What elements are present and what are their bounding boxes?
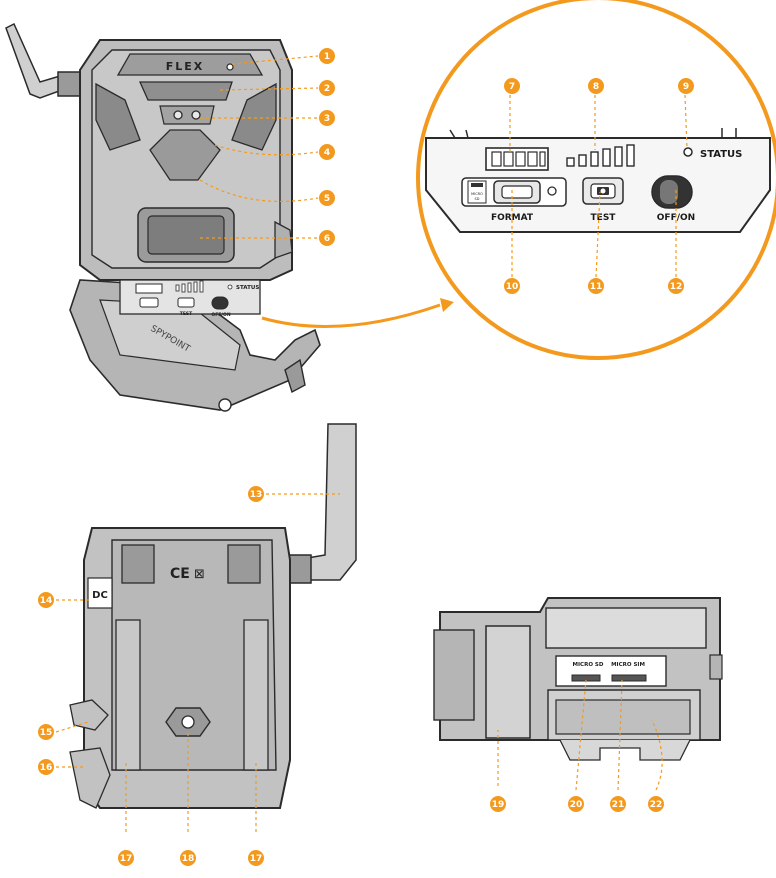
svg-text:21: 21 — [612, 800, 625, 810]
brand-logo: FLEX — [166, 60, 205, 73]
svg-text:MICRO: MICRO — [471, 192, 483, 196]
infrared-flash — [138, 81, 233, 101]
motion-sensor — [149, 129, 221, 181]
svg-text:SD: SD — [475, 197, 480, 201]
svg-text:11: 11 — [590, 282, 603, 292]
svg-text:18: 18 — [182, 854, 195, 864]
svg-text:5: 5 — [324, 194, 330, 204]
callout-markers: 1 2 3 4 5 6 7 8 9 10 11 12 13 14 15 16 1… — [38, 48, 694, 866]
side-door — [485, 625, 531, 739]
callout-1: 1 — [319, 48, 335, 64]
callout-8: 8 — [588, 78, 604, 94]
zoom-connector-arrow — [261, 303, 441, 328]
svg-text:17: 17 — [250, 854, 263, 864]
status-led — [683, 147, 693, 157]
signal-bar-2 — [578, 154, 587, 167]
callout-16: 16 — [38, 759, 54, 775]
front-status-label: STATUS — [236, 285, 259, 291]
micro-sim-label: MICRO SIM — [611, 662, 645, 668]
micro-sim-slot — [611, 674, 647, 682]
svg-text:10: 10 — [506, 282, 519, 292]
svg-text:19: 19 — [492, 800, 505, 810]
cable-lock — [69, 747, 111, 809]
callout-21: 21 — [610, 796, 626, 812]
callout-3: 3 — [319, 110, 335, 126]
camera-lens-2 — [191, 110, 201, 120]
light-sensor — [226, 63, 234, 71]
signal-bar-5 — [614, 146, 623, 167]
callout-19: 19 — [490, 796, 506, 812]
callout-20: 20 — [568, 796, 584, 812]
weee-icon: ⊠ — [194, 567, 205, 582]
lock-hole — [69, 699, 109, 731]
callout-18: 18 — [180, 850, 196, 866]
svg-text:1: 1 — [324, 52, 330, 62]
signal-bar-3 — [590, 151, 599, 167]
dc-port — [87, 577, 113, 609]
svg-text:17: 17 — [120, 854, 133, 864]
svg-text:22: 22 — [650, 800, 663, 810]
callout-4: 4 — [319, 144, 335, 160]
callout-17-right: 17 — [248, 850, 264, 866]
ce-mark: CE — [170, 566, 190, 582]
strap-slot-left — [115, 619, 141, 771]
callout-22: 22 — [648, 796, 664, 812]
svg-text:20: 20 — [570, 800, 583, 810]
zoom-offon-label: OFF/ON — [657, 213, 695, 223]
callout-5: 5 — [319, 190, 335, 206]
side-camera: MICRO SD MICRO SIM — [433, 597, 723, 761]
antenna-connector — [57, 71, 81, 97]
svg-text:13: 13 — [250, 490, 263, 500]
strap-slot-right — [243, 619, 269, 771]
svg-text:2: 2 — [324, 84, 330, 94]
svg-text:4: 4 — [324, 148, 330, 158]
front-camera: SPYPOINT FLEX STATUS — [5, 22, 321, 412]
front-offon-label: OFF/ON — [211, 312, 230, 318]
svg-text:6: 6 — [324, 234, 330, 244]
zoom-format-label: FORMAT — [491, 213, 534, 223]
svg-text:14: 14 — [40, 596, 53, 606]
control-panel-zoom: STATUS MICRO SD FORMAT TEST OFF/ON — [261, 0, 776, 360]
callout-7: 7 — [504, 78, 520, 94]
callout-9: 9 — [678, 78, 694, 94]
svg-text:8: 8 — [593, 82, 599, 92]
front-test-label: TEST — [180, 311, 193, 317]
callout-13: 13 — [248, 486, 264, 502]
callout-11: 11 — [588, 278, 604, 294]
zoom-status-label: STATUS — [700, 149, 742, 160]
svg-text:7: 7 — [509, 82, 515, 92]
antenna-front — [5, 22, 63, 99]
signal-bar-4 — [602, 148, 611, 167]
svg-text:9: 9 — [683, 82, 689, 92]
callout-15: 15 — [38, 724, 54, 740]
callout-leaders — [55, 55, 688, 832]
svg-text:12: 12 — [670, 282, 683, 292]
callout-17-left: 17 — [118, 850, 134, 866]
callout-2: 2 — [319, 80, 335, 96]
svg-text:16: 16 — [40, 763, 53, 773]
callout-12: 12 — [668, 278, 684, 294]
back-camera: CE ⊠ DC — [69, 423, 357, 809]
signal-bar-1 — [566, 157, 575, 167]
svg-text:15: 15 — [40, 728, 53, 738]
zoom-test-label: TEST — [591, 213, 617, 223]
dc-label: DC — [92, 590, 108, 601]
callout-10: 10 — [504, 278, 520, 294]
signal-bar-6 — [626, 144, 635, 167]
callout-14: 14 — [38, 592, 54, 608]
callout-6: 6 — [319, 230, 335, 246]
camera-lens — [173, 110, 183, 120]
antenna-back — [294, 423, 357, 581]
svg-text:3: 3 — [324, 114, 330, 124]
micro-sd-label: MICRO SD — [573, 662, 604, 668]
